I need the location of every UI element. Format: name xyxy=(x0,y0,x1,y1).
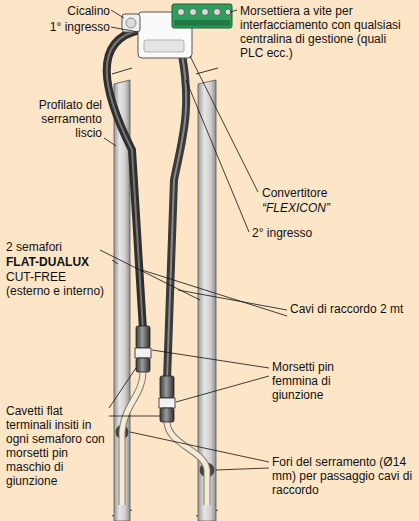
part-label: Cavi di raccordo 2 mt xyxy=(290,302,410,316)
part-label: Morsettiera a vite per interfacciamento … xyxy=(240,4,412,60)
part-label: Convertitore xyxy=(262,186,392,200)
connecting-cables xyxy=(107,30,186,380)
part-label: Cicalino xyxy=(36,4,110,18)
leader-lines xyxy=(100,10,287,470)
part-label: 2° ingresso xyxy=(252,226,382,240)
part-label: FLAT-DUALUX xyxy=(6,255,106,269)
flat-cables xyxy=(122,372,207,505)
part-label: Profilato del serramento liscio xyxy=(18,98,102,140)
female-connectors xyxy=(135,326,175,422)
flexicon-converter xyxy=(122,4,232,58)
part-label: “FLEXICON” xyxy=(262,201,392,215)
part-label: Morsetti pin femmina di giunzione xyxy=(272,360,382,402)
part-label: Cavetti flat terminali insiti in ogni se… xyxy=(6,404,110,488)
profile-holes xyxy=(116,425,214,477)
part-label: CUT-FREE (esterno e interno) xyxy=(6,270,112,298)
part-label: 1° ingresso xyxy=(28,20,110,34)
part-label: Fori del serramento (Ø14 mm) per passagg… xyxy=(272,455,414,497)
part-label: 2 semafori xyxy=(6,240,106,254)
